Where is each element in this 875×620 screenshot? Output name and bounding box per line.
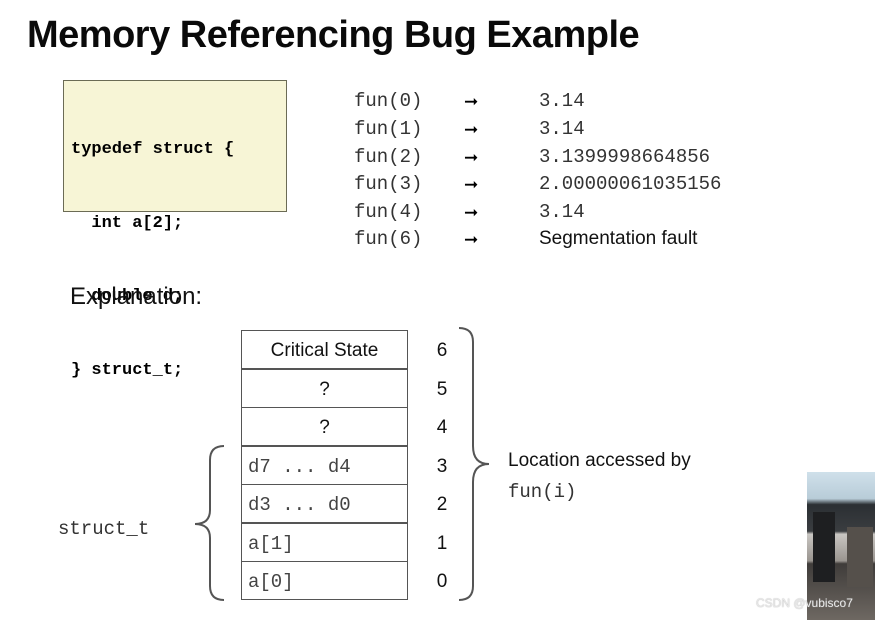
memory-index: 3 (436, 456, 448, 477)
memory-index: 5 (436, 379, 448, 400)
memory-index: 2 (436, 494, 448, 515)
call-row: fun(0) ➞ 3.14 (354, 90, 774, 117)
video-thumbnail (807, 472, 875, 620)
arrow-icon: ➞ (464, 147, 479, 167)
code-line: typedef struct { (71, 140, 235, 159)
call-text: fun(0) (354, 90, 423, 112)
memory-cell-label: ? (319, 417, 330, 438)
call-result: 3.14 (539, 200, 585, 223)
call-result: 3.1399998664856 (539, 145, 711, 168)
call-row: fun(3) ➞ 2.00000061035156 (354, 173, 774, 200)
photo-figure (847, 527, 873, 587)
struct-label: struct_t (58, 518, 150, 540)
memory-index: 6 (436, 340, 448, 361)
memory-cell-label: Critical State (270, 340, 379, 361)
call-row: fun(2) ➞ 3.1399998664856 (354, 146, 774, 173)
memory-index: 1 (436, 533, 448, 554)
slide-title: Memory Referencing Bug Example (27, 14, 640, 56)
arrow-icon: ➞ (464, 230, 479, 249)
code-line: int a[2]; (71, 213, 184, 233)
memory-index: 4 (436, 417, 448, 438)
memory-cell: a[1] (241, 522, 408, 562)
memory-cell: ? (241, 368, 408, 408)
arrow-icon: ➞ (464, 92, 479, 111)
call-row: fun(1) ➞ 3.14 (354, 118, 774, 145)
arrow-icon: ➞ (464, 202, 479, 222)
code-box: typedef struct { int a[2]; double d; } s… (63, 80, 287, 380)
call-result: 3.14 (539, 117, 585, 140)
memory-cell: d3 ... d0 (241, 484, 408, 523)
code-line: double d; (71, 287, 184, 306)
arrow-icon: ➞ (464, 119, 479, 139)
arrow-icon: ➞ (464, 175, 479, 194)
right-curly-brace-icon (458, 327, 490, 601)
memory-cell: Critical State (241, 330, 408, 369)
watermark: CSDN @vubisco7 (756, 596, 853, 610)
memory-cell-label: a[1] (248, 532, 294, 555)
call-result: Segmentation fault (539, 228, 698, 249)
memory-index: 0 (436, 571, 448, 592)
memory-cell-label: ? (319, 378, 330, 400)
location-caption: Location accessed by (508, 450, 691, 471)
call-row: fun(4) ➞ 3.14 (354, 201, 774, 228)
call-result: 2.00000061035156 (539, 173, 722, 195)
memory-cell-label: d3 ... d0 (248, 494, 351, 516)
left-curly-brace-icon (194, 445, 225, 601)
call-text: fun(3) (354, 173, 423, 195)
call-text: fun(6) (354, 228, 423, 250)
call-result: 3.14 (539, 90, 585, 112)
call-text: fun(4) (354, 200, 423, 223)
memory-cell-label: a[0] (248, 571, 294, 593)
code-line: } struct_t; (71, 360, 184, 380)
memory-cell: ? (241, 407, 408, 446)
memory-cell: a[0] (241, 561, 408, 600)
location-code: fun(i) (508, 481, 577, 503)
memory-cell: d7 ... d4 (241, 445, 408, 485)
explanation-heading: Explanation: (70, 283, 203, 310)
photo-figure (813, 512, 835, 582)
call-text: fun(1) (354, 117, 423, 140)
call-row: fun(6) ➞ Segmentation fault (354, 228, 774, 255)
memory-cell-label: d7 ... d4 (248, 455, 351, 478)
call-text: fun(2) (354, 145, 423, 168)
